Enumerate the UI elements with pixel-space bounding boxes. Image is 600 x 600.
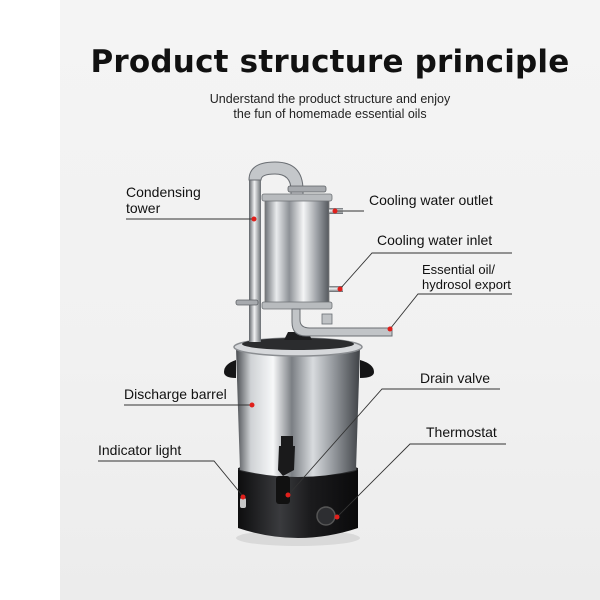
leader-drain-valve — [289, 388, 500, 494]
top-clamp — [287, 185, 327, 193]
cooling-inlet-nozzle — [329, 286, 343, 292]
thermostat-knob — [316, 506, 336, 526]
drain-tap-body — [281, 436, 293, 446]
steam-pipe — [249, 176, 261, 342]
leader-thermostat — [337, 443, 506, 517]
label-condensing-tower: Condensing tower — [126, 184, 201, 216]
page-title: Product structure principle — [90, 44, 570, 80]
label-thermostat: Thermostat — [426, 424, 497, 440]
drain-tap-spout — [278, 446, 295, 476]
right-handle — [360, 360, 374, 378]
leader-indicator-light — [98, 460, 243, 496]
label-essential-oil-export: Essential oil/ hydrosol export — [422, 262, 511, 292]
subtitle-line-1: Understand the product structure and enj… — [209, 92, 451, 106]
condensing-tower — [264, 197, 330, 305]
marker-drain-valve — [285, 492, 291, 498]
label-indicator-light: Indicator light — [98, 442, 182, 458]
essential-oil-export-pipe — [291, 308, 393, 337]
label-discharge-barrel: Discharge barrel — [124, 386, 227, 402]
marker-essential-oil — [387, 326, 393, 332]
barrel-lid — [242, 338, 354, 350]
label-cooling-water-inlet: Cooling water inlet — [377, 232, 493, 248]
condenser-top-flange — [261, 193, 333, 202]
indicator-light-lens — [240, 498, 246, 508]
page-subtitle: Understand the product structure and enj… — [60, 92, 600, 122]
subtitle-line-2: the fun of homemade essential oils — [233, 107, 427, 121]
leader-cooling-inlet — [339, 252, 512, 290]
label-drain-valve: Drain valve — [420, 370, 491, 386]
drain-tap-lever — [276, 476, 290, 504]
label-cooling-water-outlet: Cooling water outlet — [369, 192, 493, 208]
left-handle — [224, 360, 236, 378]
heating-base — [238, 468, 358, 538]
marker-thermostat — [334, 514, 340, 520]
marker-cooling-outlet — [332, 208, 338, 214]
marker-indicator-light — [240, 494, 246, 500]
leader-essential-oil — [389, 293, 512, 330]
side-clamp — [235, 299, 259, 306]
marker-condensing-tower — [251, 216, 257, 222]
discharge-barrel-body — [236, 348, 360, 477]
marker-cooling-inlet — [337, 286, 343, 292]
marker-discharge-barrel — [249, 402, 255, 408]
condenser-bottom-flange — [261, 301, 333, 310]
